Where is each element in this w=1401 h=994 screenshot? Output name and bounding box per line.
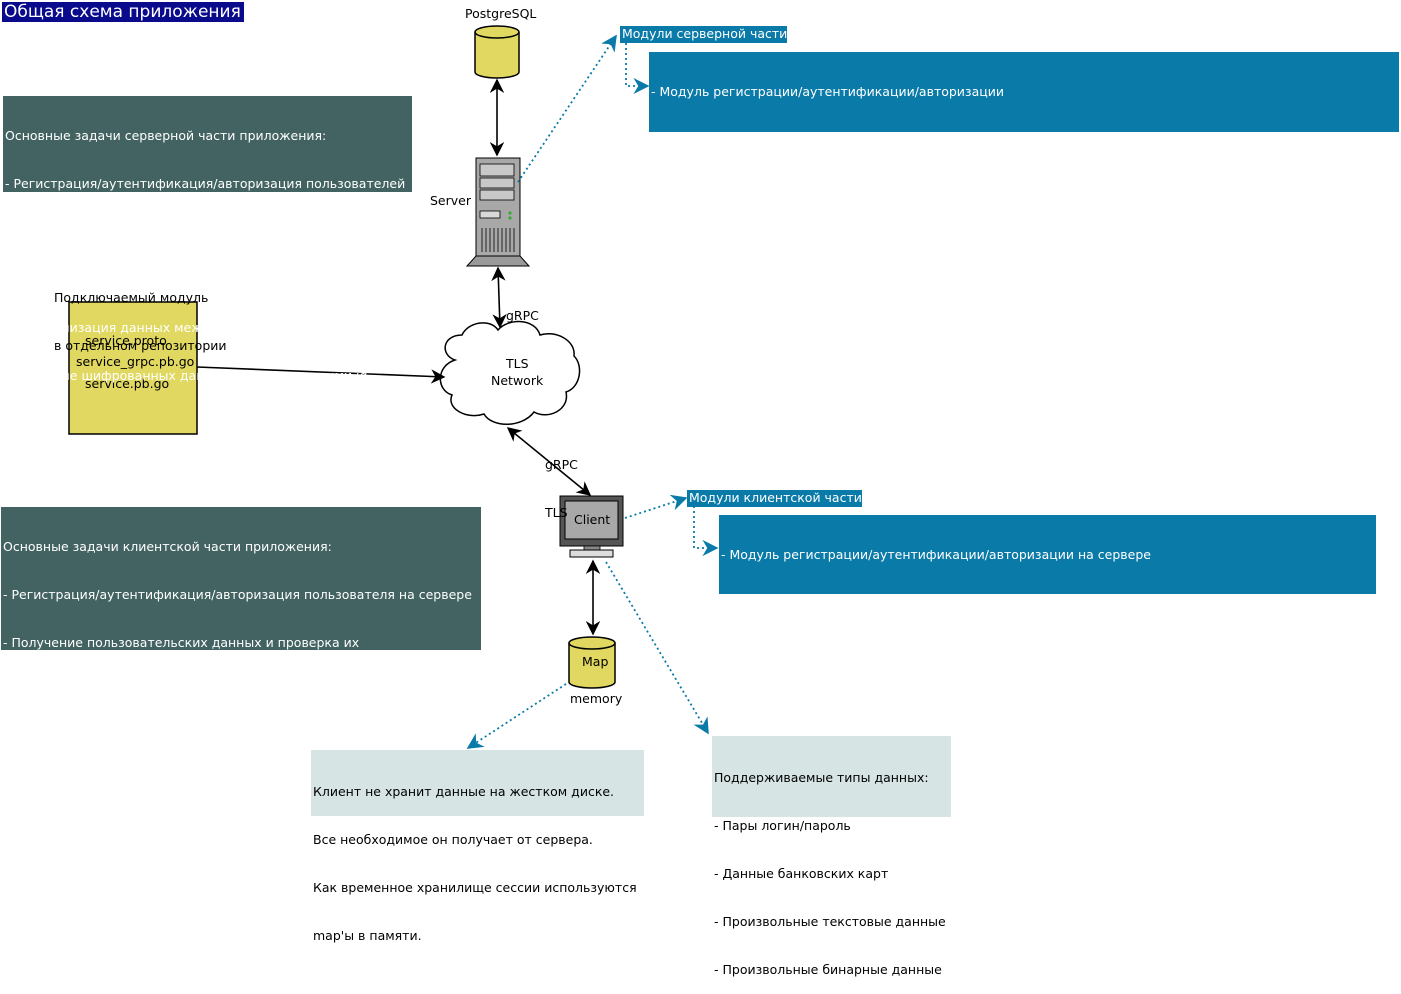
server-task-line: Основные задачи серверной части приложен… — [5, 128, 327, 143]
client-module-line: - Модуль регистрации/аутентификации/авто… — [721, 547, 1151, 562]
client-tasks-box: Основные задачи клиентской части приложе… — [1, 507, 481, 938]
server-modules-list-link — [625, 43, 650, 95]
server-modules-box: - Модуль регистрации/аутентификации/авто… — [649, 52, 1399, 291]
client-monitor-icon — [559, 495, 624, 558]
plugin-file-grpc: service_grpc.pb.go — [76, 354, 195, 369]
client-task-line: - Получение пользовательских данных и пр… — [3, 635, 360, 650]
server-module-line: - Модуль шифрования/дешифровки данных — [651, 132, 942, 147]
grpc-tls-top-label: gRPC TLS — [506, 276, 539, 388]
server-module-line: - Модуль (слой) работы с БД — [651, 228, 839, 243]
client-modules-link — [624, 494, 688, 519]
plugin-file-proto: service.proto — [85, 333, 167, 348]
server-tasks-box: Основные задачи серверной части приложен… — [3, 96, 412, 383]
client-task-line: - Получение данных с сервера — [3, 731, 205, 746]
network-client-link — [506, 427, 592, 496]
storage-note-line: Как временное хранилище сессии использую… — [313, 880, 637, 895]
postgres-label: PostgreSQL — [465, 6, 537, 21]
plugin-file-pb: service.pb.go — [85, 376, 170, 391]
client-task-line: Основные задачи клиентской части приложе… — [3, 539, 332, 554]
client-module-line: - Модуль генератора паролей (помощь поль… — [721, 691, 1291, 706]
server-module-line: - Модуль регистрации/аутентификации/авто… — [651, 84, 1004, 99]
server-task-line: - Шифрование/дешифровка данных — [5, 272, 244, 287]
postgres-db-icon — [474, 25, 520, 79]
storage-note-line: Все необходимое он получает от сервера. — [313, 832, 593, 847]
server-icon — [465, 157, 531, 267]
grpc-top-line-1: gRPC — [506, 308, 539, 323]
client-modules-box: - Модуль регистрации/аутентификации/авто… — [719, 515, 1376, 754]
grpc-tls-bottom-label: gRPC TLS — [545, 425, 578, 537]
server-module-line: - Модуль синхронизации данных между неск… — [651, 180, 1385, 195]
client-module-line: - Модуль проверки пользовательского ввод… — [721, 643, 1363, 658]
data-type-line: - Пары логин/пароль — [714, 818, 851, 833]
map-storage-note-link — [466, 683, 567, 749]
client-label: Client — [574, 512, 611, 527]
diagram-canvas — [68, 25, 719, 749]
server-network-link — [491, 266, 507, 329]
plugin-caption-line-1: Подключаемый модуль — [54, 290, 209, 305]
network-cloud-icon — [439, 320, 581, 425]
plugin-caption-line-2: в отдельном репозитории — [54, 338, 227, 353]
client-task-line: - Регистрация/аутентификация/авторизация… — [3, 587, 472, 602]
network-label: Network — [491, 373, 544, 388]
client-datatypes-link — [605, 561, 709, 735]
client-task-line: - Отправка данных на сервер — [3, 683, 199, 698]
server-modules-link — [517, 34, 617, 183]
client-module-line: - Консольный интерфейс с обработкой флаг… — [721, 595, 1157, 610]
plugin-network-link — [196, 366, 446, 384]
memory-label: memory — [570, 691, 623, 706]
diagram-title: Общая схема приложения — [2, 2, 244, 22]
server-label: Server — [430, 193, 471, 208]
grpc-bottom-line-2: TLS — [545, 505, 568, 520]
data-type-line: - Произвольные бинарные данные — [714, 962, 942, 977]
map-label: Map — [582, 654, 609, 669]
data-type-line: - Данные банковских карт — [714, 866, 889, 881]
server-task-line: - Регистрация/аутентификация/авторизация… — [5, 176, 406, 191]
grpc-bottom-line-1: gRPC — [545, 457, 578, 472]
grpc-top-line-2: TLS — [506, 356, 529, 371]
server-task-line: - Прием данных/выдача данных по запросам — [5, 224, 303, 239]
client-modules-title: Модули клиентской части — [687, 490, 862, 507]
storage-note-line: Клиент не хранит данные на жестком диске… — [313, 784, 615, 799]
data-types-box: Поддерживаемые типы данных: - Пары логин… — [712, 736, 951, 977]
server-modules-title: Модули серверной части — [620, 26, 788, 43]
plugin-caption: Подключаемый модуль в отдельном репозито… — [54, 258, 227, 370]
storage-note-line: map'ы в памяти. — [313, 928, 422, 943]
storage-note-box: Клиент не хранит данные на жестком диске… — [311, 750, 644, 943]
client-modules-list-link — [693, 506, 719, 557]
server-task-line: - Синхронизация данных между экземплярам… — [5, 320, 384, 335]
data-type-line: - Произвольные текстовые данные — [714, 914, 946, 929]
server-module-line: - Сам сервис gRPC для обработки запросов… — [651, 276, 1127, 291]
server-task-line: - Хранение шифрованных данных под уникал… — [5, 368, 368, 383]
plugin-module-box — [68, 301, 198, 435]
map-memory-icon — [568, 636, 616, 689]
data-type-line: Поддерживаемые типы данных: — [714, 770, 929, 785]
